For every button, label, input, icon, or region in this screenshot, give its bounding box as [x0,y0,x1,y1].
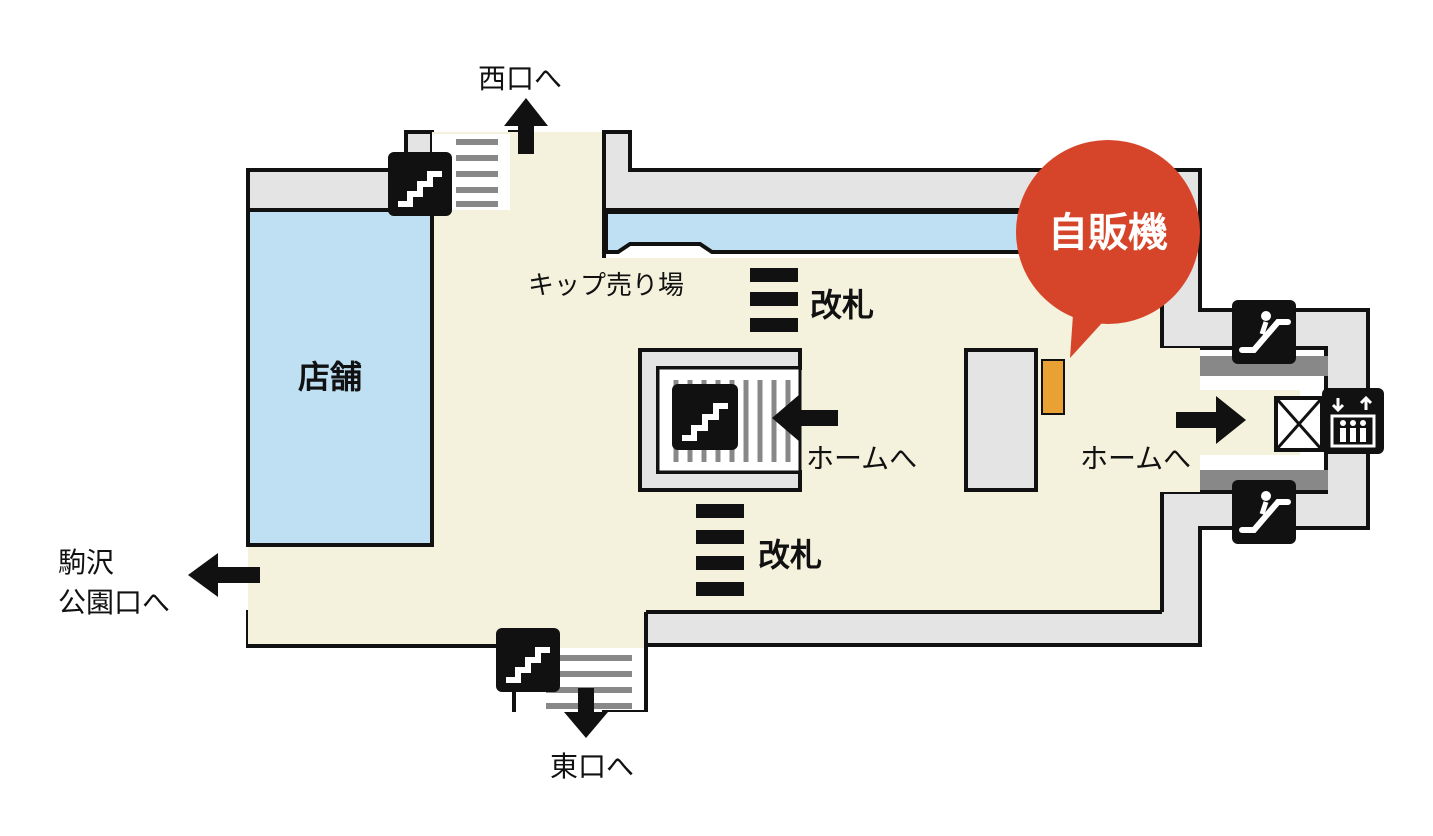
komazawa-exit-label-line2: 公園口へ [58,586,170,619]
pillar [964,348,1038,492]
komazawa-exit-label-line1: 駒沢 [58,546,114,579]
arrow-icon [504,98,548,154]
stairs-icon [496,628,560,692]
gate-south-label: 改札 [758,536,822,574]
escalator-bar-upper [1200,356,1328,376]
arrow-icon [1176,396,1246,444]
gate-north-label: 改札 [810,286,874,324]
shop-area [246,208,434,547]
ticket-gate-north [750,268,798,332]
shop-label: 店舗 [298,358,362,396]
ticket-gate-south [696,504,744,596]
vending-machine-label: 自販機 [1048,210,1168,256]
platform-right-label: ホームへ [1080,442,1191,475]
stairs-icon [672,384,738,450]
escalator-icon [1232,300,1296,364]
escalator-icon [1232,480,1296,544]
platform-center-label: ホームへ [806,442,917,475]
arrow-icon [564,688,608,738]
vending-machine-callout [1016,140,1200,358]
ticket-sales-label: キップ売り場 [528,271,684,301]
west-exit-label: 西口へ [478,62,562,95]
arrow-icon [188,553,260,597]
stairs-icon [388,152,452,216]
arrow-icon [772,394,838,442]
elevator-shaft [1274,396,1324,452]
east-exit-label: 東口へ [550,750,634,783]
vending-machine-marker [1041,359,1065,415]
ticket-office-area [604,210,1022,254]
elevator-icon [1322,388,1384,454]
